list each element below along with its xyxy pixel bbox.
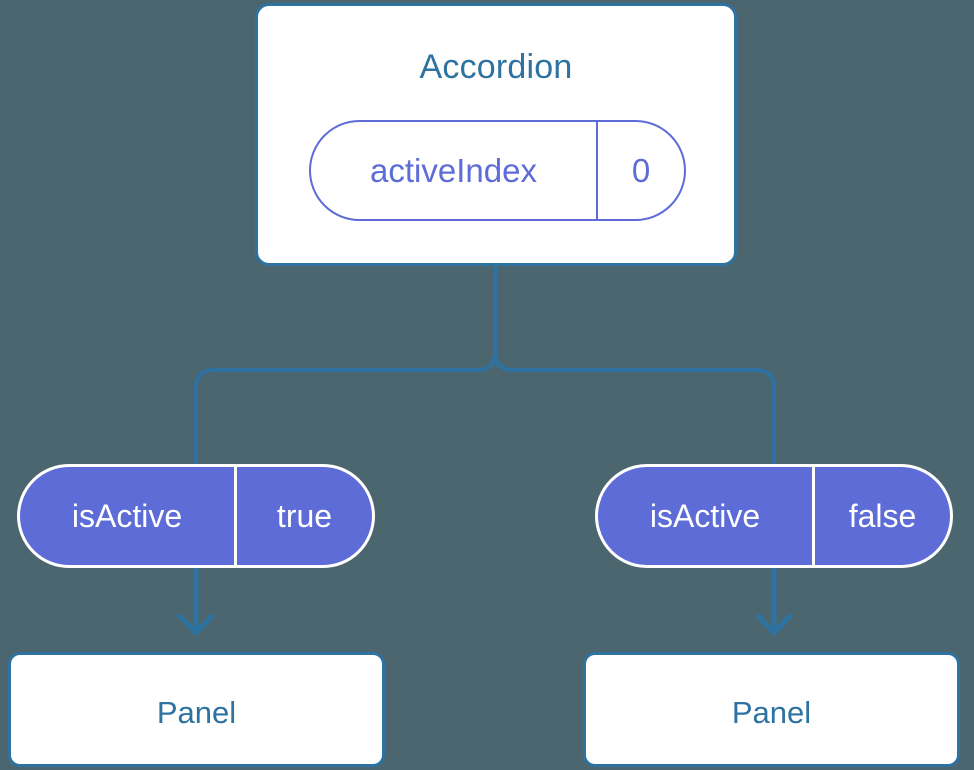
accordion-card[interactable]: Accordion activeIndex 0 bbox=[255, 3, 737, 266]
panel-card-right-title: Panel bbox=[731, 695, 812, 730]
arrow-right bbox=[755, 565, 793, 636]
arrow-right-head-icon bbox=[755, 613, 793, 636]
prop-pill-active-index-value: 0 bbox=[631, 152, 651, 189]
prop-pill-is-active-left-key: isActive bbox=[20, 467, 237, 565]
prop-pill-is-active-left[interactable]: isActive true bbox=[17, 464, 375, 568]
connector-tree-branch-right bbox=[493, 264, 776, 472]
prop-pill-active-index[interactable]: activeIndex 0 bbox=[309, 120, 686, 221]
panel-card-left-title: Panel bbox=[156, 695, 237, 730]
prop-pill-is-active-right-value: false bbox=[848, 498, 917, 534]
panel-card-left[interactable]: Panel bbox=[8, 652, 385, 767]
prop-pill-active-index-key: activeIndex bbox=[311, 122, 598, 219]
prop-pill-is-active-right[interactable]: isActive false bbox=[595, 464, 953, 568]
panel-card-right[interactable]: Panel bbox=[583, 652, 960, 767]
prop-pill-is-active-right-key: isActive bbox=[598, 467, 815, 565]
prop-pill-is-active-left-value: true bbox=[276, 498, 333, 534]
arrow-left bbox=[177, 565, 215, 636]
accordion-card-title: Accordion bbox=[419, 48, 573, 86]
arrow-left-head-icon bbox=[177, 613, 215, 636]
connector-tree-trunk bbox=[194, 264, 497, 472]
